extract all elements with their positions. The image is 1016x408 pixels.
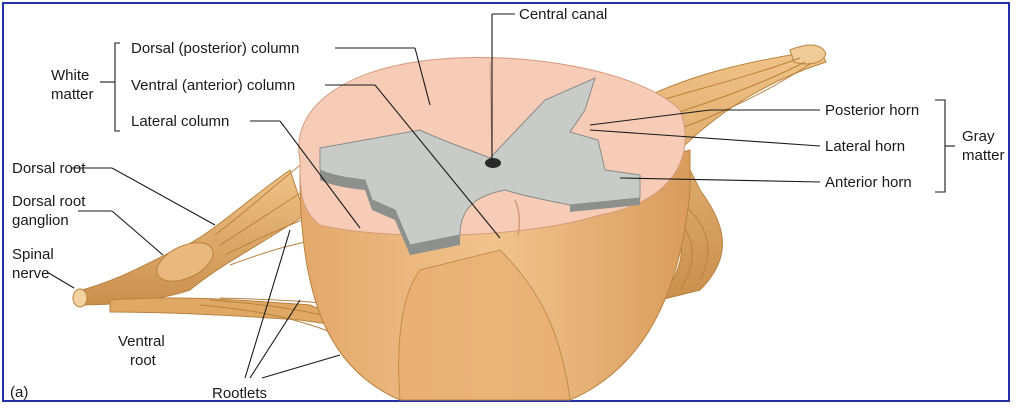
label-gray-matter-1: Gray [962, 128, 995, 145]
label-posterior-horn: Posterior horn [825, 102, 919, 119]
label-white-matter-2: matter [51, 86, 94, 103]
label-ventral-root-1: Ventral [118, 333, 165, 350]
label-gray-matter-2: matter [962, 147, 1005, 164]
label-drg-1: Dorsal root [12, 193, 86, 210]
label-anterior-horn: Anterior horn [825, 174, 912, 191]
label-lateral-column: Lateral column [131, 113, 229, 130]
label-central-canal: Central canal [519, 6, 607, 23]
label-panel: (a) [10, 384, 28, 401]
label-drg-2: ganglion [12, 212, 69, 229]
label-rootlets: Rootlets [212, 385, 267, 402]
label-ventral-column: Ventral (anterior) column [131, 77, 295, 94]
spinal-nerve-end [73, 289, 87, 307]
label-ventral-root-2: root [130, 352, 157, 369]
spinal-cord-segment [299, 57, 690, 400]
label-dorsal-root: Dorsal root [12, 160, 86, 177]
label-spinal-nerve-1: Spinal [12, 246, 54, 263]
label-dorsal-column: Dorsal (posterior) column [131, 40, 299, 57]
label-spinal-nerve-2: nerve [12, 265, 50, 282]
label-white-matter-1: White [51, 67, 89, 84]
central-canal-shape [485, 158, 501, 168]
label-lateral-horn: Lateral horn [825, 138, 905, 155]
